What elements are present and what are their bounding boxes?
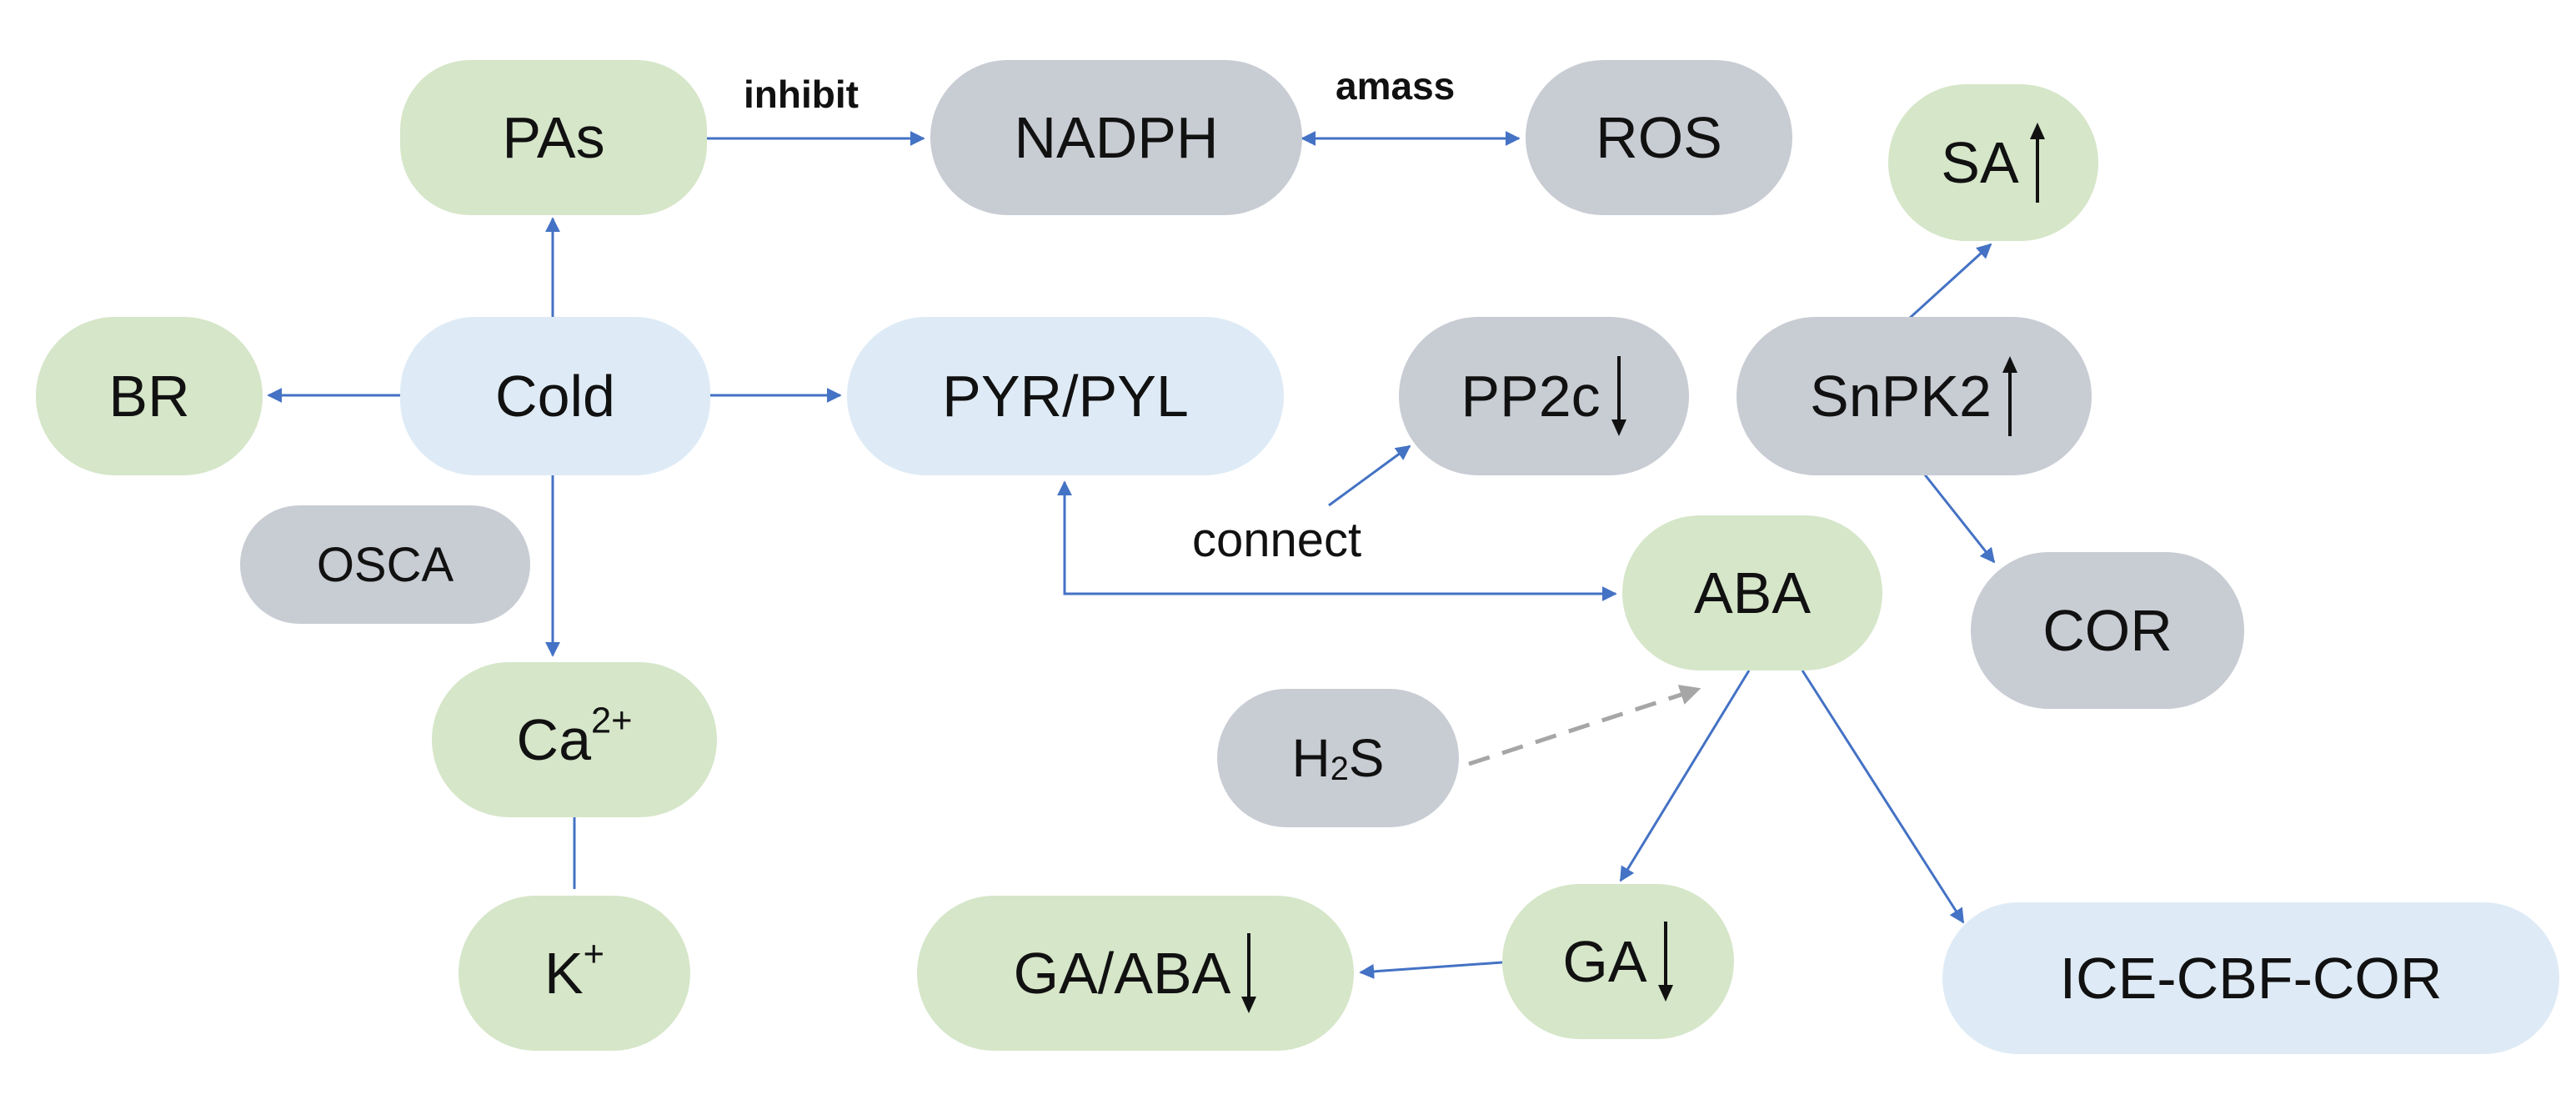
- node-h2s: H2S: [1217, 689, 1459, 827]
- node-pas-label: PAs: [502, 105, 605, 170]
- edge-label-inhibit: inhibit: [744, 73, 859, 116]
- node-pp2c: PP2c: [1399, 317, 1689, 475]
- node-pyr-pyl-label: PYR/PYL: [942, 364, 1189, 429]
- node-ros-label: ROS: [1596, 105, 1722, 170]
- edge-pyr-aba: [1057, 480, 1617, 601]
- node-ga-label: GA: [1562, 929, 1647, 994]
- edge-ga-gaaba: [1359, 961, 1503, 979]
- edge-snpk2-cor: [1919, 469, 1996, 564]
- node-ice-cbf-cor: ICE-CBF-COR: [1942, 902, 2559, 1054]
- down-arrow-icon: [1657, 922, 1673, 1002]
- node-nadph: NADPH: [930, 60, 1302, 215]
- down-arrow-icon: [1611, 356, 1626, 436]
- node-cold: Cold: [400, 317, 710, 475]
- node-h2s-label: H2S: [1292, 727, 1385, 789]
- edge-aba-ice: [1801, 670, 1965, 924]
- down-arrow-icon: [1241, 933, 1257, 1013]
- node-pyr-pyl: PYR/PYL: [847, 317, 1284, 475]
- edge-label-connect: connect: [1192, 513, 1362, 567]
- node-k-label: K+: [544, 937, 604, 1007]
- node-ca: Ca2+: [432, 662, 717, 817]
- node-k-base: K: [544, 941, 584, 1006]
- node-ga: GA: [1502, 884, 1734, 1039]
- node-ga-aba-label: GA/ABA: [1013, 941, 1231, 1006]
- node-pp2c-label: PP2c: [1461, 364, 1601, 429]
- edge-snpk2-sa: [1907, 243, 1992, 320]
- node-h2s-h: H: [1291, 728, 1331, 788]
- node-ice-cbf-cor-label: ICE-CBF-COR: [2059, 946, 2443, 1011]
- node-aba-label: ABA: [1693, 560, 1812, 625]
- node-nadph-label: NADPH: [1014, 105, 1219, 170]
- node-snpk2-label: SnPK2: [1810, 364, 1992, 429]
- node-pas: PAs: [400, 60, 707, 215]
- node-ca-label: Ca2+: [516, 703, 633, 773]
- node-osca: OSCA: [240, 505, 530, 624]
- node-sa-label: SA: [1941, 130, 2019, 195]
- edge-label-amass: amass: [1336, 64, 1456, 108]
- node-cold-label: Cold: [495, 364, 615, 429]
- node-cor-label: COR: [2042, 598, 2173, 663]
- node-k-charge: +: [583, 934, 605, 975]
- edge-h2s-aba: [1468, 685, 1701, 766]
- node-osca-label: OSCA: [316, 537, 454, 592]
- node-k: K+: [459, 896, 690, 1051]
- node-h2s-sub: 2: [1330, 750, 1349, 787]
- node-ca-base: Ca: [516, 707, 591, 772]
- up-arrow-icon: [2029, 123, 2045, 203]
- up-arrow-icon: [2002, 356, 2017, 436]
- node-br: BR: [36, 317, 263, 475]
- node-snpk2: SnPK2: [1737, 317, 2092, 475]
- node-sa: SA: [1888, 84, 2098, 241]
- edge-aba-ga: [1619, 670, 1751, 882]
- node-cor: COR: [1971, 552, 2244, 709]
- node-ga-aba: GA/ABA: [917, 896, 1354, 1051]
- node-aba: ABA: [1622, 515, 1882, 671]
- node-ros: ROS: [1526, 60, 1792, 215]
- node-ca-charge: 2+: [591, 701, 633, 741]
- node-h2s-s: S: [1348, 728, 1385, 788]
- node-br-label: BR: [108, 364, 190, 429]
- edge-connect-pp2c: [1328, 445, 1411, 507]
